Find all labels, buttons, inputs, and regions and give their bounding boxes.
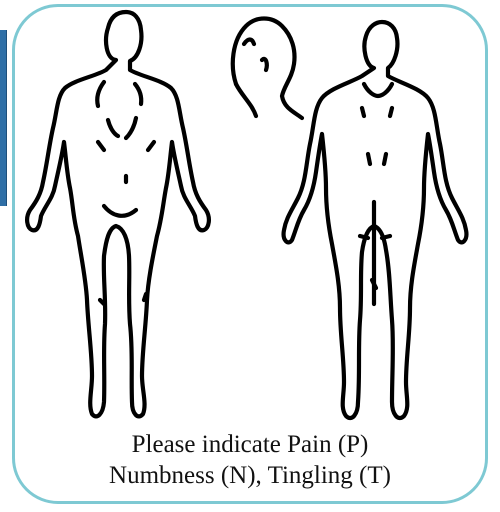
caption-line-2: Numbness (N), Tingling (T) [12,460,488,491]
left-edge-tab [0,30,7,206]
caption-line-1: Please indicate Pain (P) [12,429,488,460]
head-profile-icon [233,19,302,119]
back-body-outline-icon [284,22,467,418]
front-body-outline-icon [27,12,209,416]
